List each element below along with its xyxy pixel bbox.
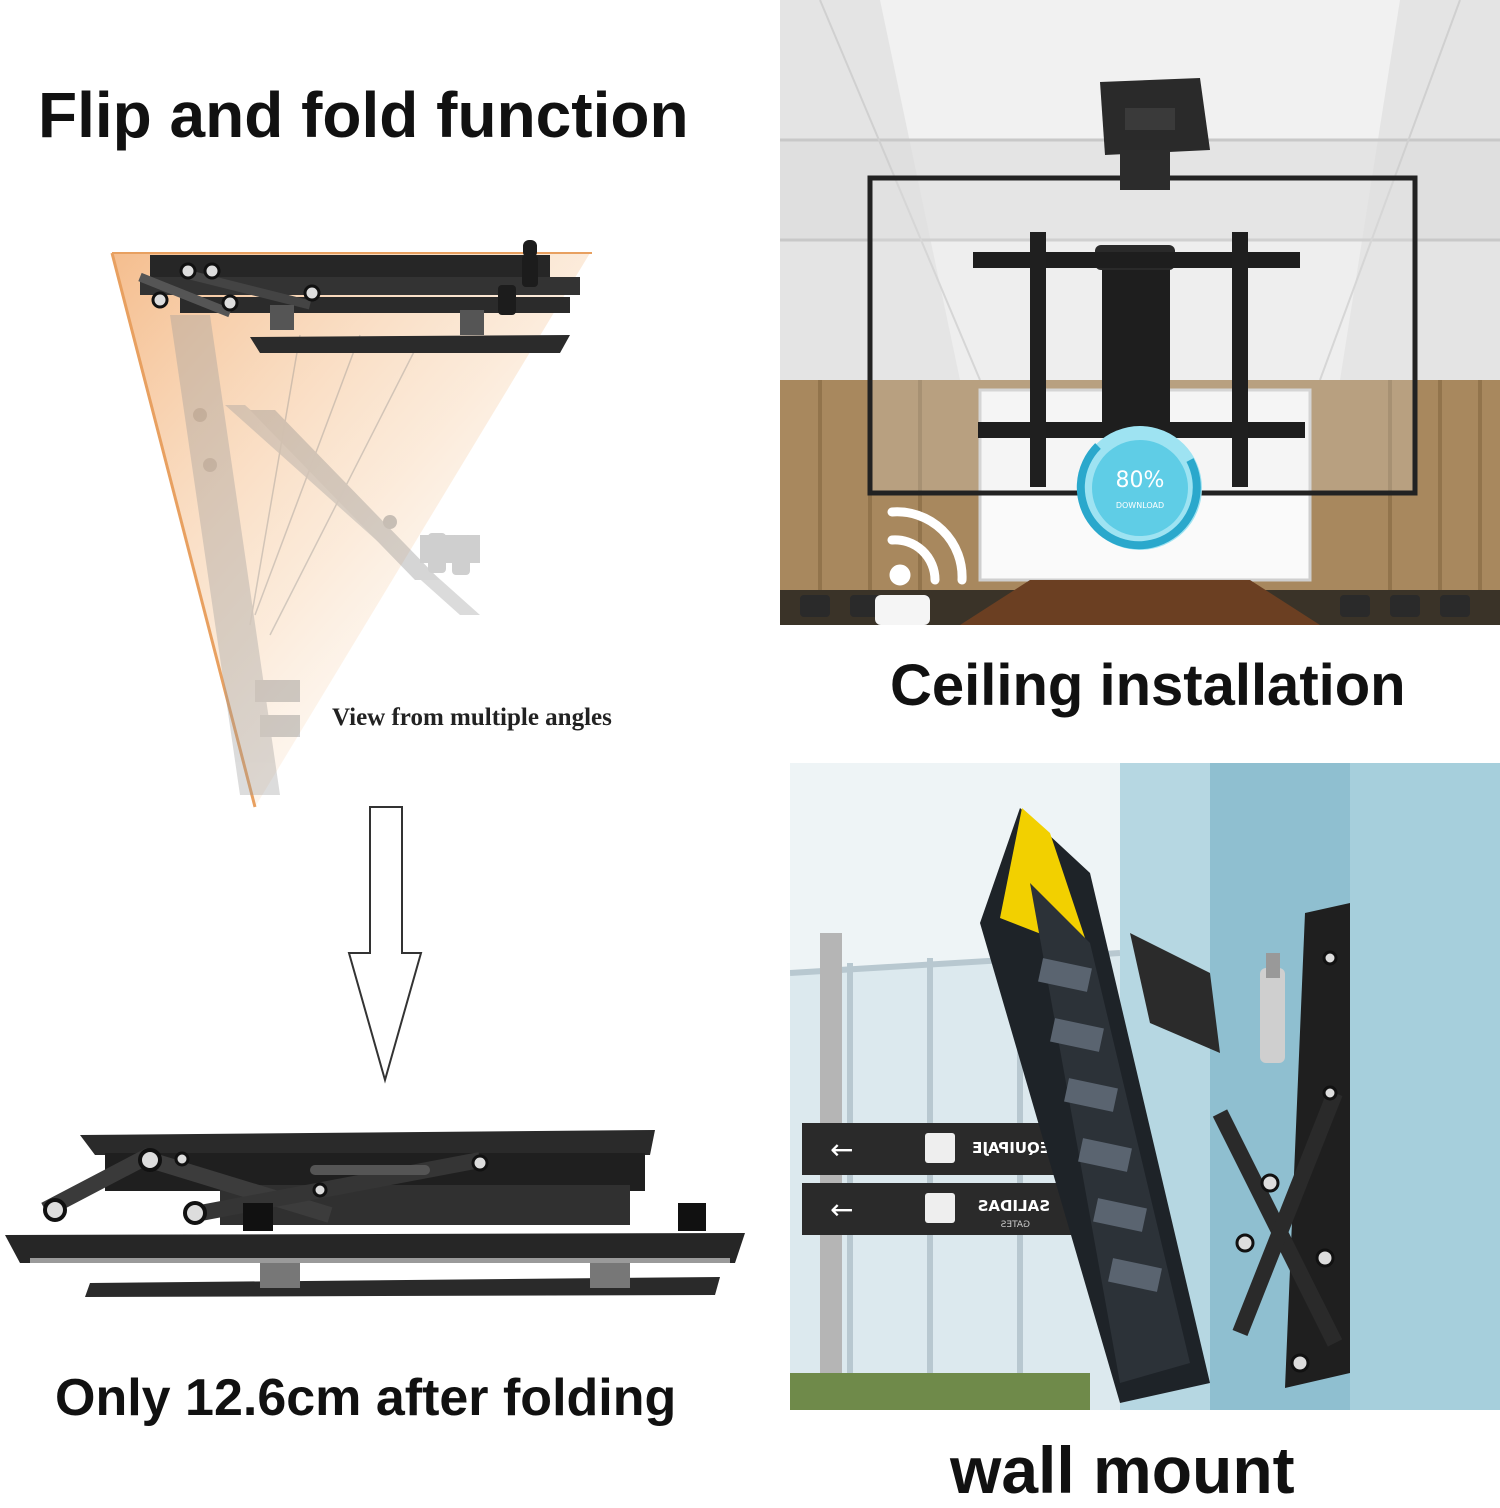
down-arrow-icon — [347, 806, 423, 1084]
swing-ghost — [170, 315, 480, 795]
orange-glow — [112, 253, 590, 807]
wall-photo: ← ← EQUIPAJE SALIDAS GATES — [790, 763, 1500, 1410]
screen-percent: 80% — [1116, 468, 1165, 493]
arrow-left-icon: ← — [830, 1193, 853, 1226]
wall-photo-svg: ← ← EQUIPAJE SALIDAS GATES — [790, 763, 1500, 1410]
remote-icon — [875, 595, 930, 625]
sign-upper: EQUIPAJE — [972, 1139, 1050, 1157]
plane-icon — [925, 1193, 955, 1223]
flip-diagram — [100, 235, 600, 815]
flip-fold-title: Flip and fold function — [38, 79, 689, 151]
fold-arrow — [345, 805, 425, 1085]
wall-caption: wall mount — [950, 1433, 1295, 1507]
tilted-tv — [980, 808, 1220, 1403]
luggage-icon — [925, 1133, 955, 1163]
ceiling-caption: Ceiling installation — [890, 653, 1406, 718]
ceiling-photo-svg: 80% DOWNLOAD — [780, 0, 1500, 625]
angles-label: View from multiple angles — [332, 704, 612, 731]
direction-signs: ← ← EQUIPAJE SALIDAS GATES — [802, 1123, 1082, 1235]
arrow-left-icon: ← — [830, 1133, 853, 1166]
ceiling-photo: 80% DOWNLOAD — [780, 0, 1500, 625]
orange-slant-line — [110, 252, 257, 808]
folded-bracket — [0, 1115, 750, 1310]
screen-sub: DOWNLOAD — [1116, 501, 1164, 510]
wall-bracket — [1212, 903, 1350, 1388]
folded-bracket-svg — [5, 1130, 745, 1297]
sign-lower: SALIDAS — [978, 1197, 1050, 1215]
folded-caption: Only 12.6cm after folding — [55, 1369, 677, 1427]
flip-diagram-svg — [110, 240, 592, 808]
sign-lower-sub: GATES — [1000, 1220, 1030, 1230]
wifi-icon — [887, 507, 967, 586]
top-bracket — [138, 240, 580, 353]
